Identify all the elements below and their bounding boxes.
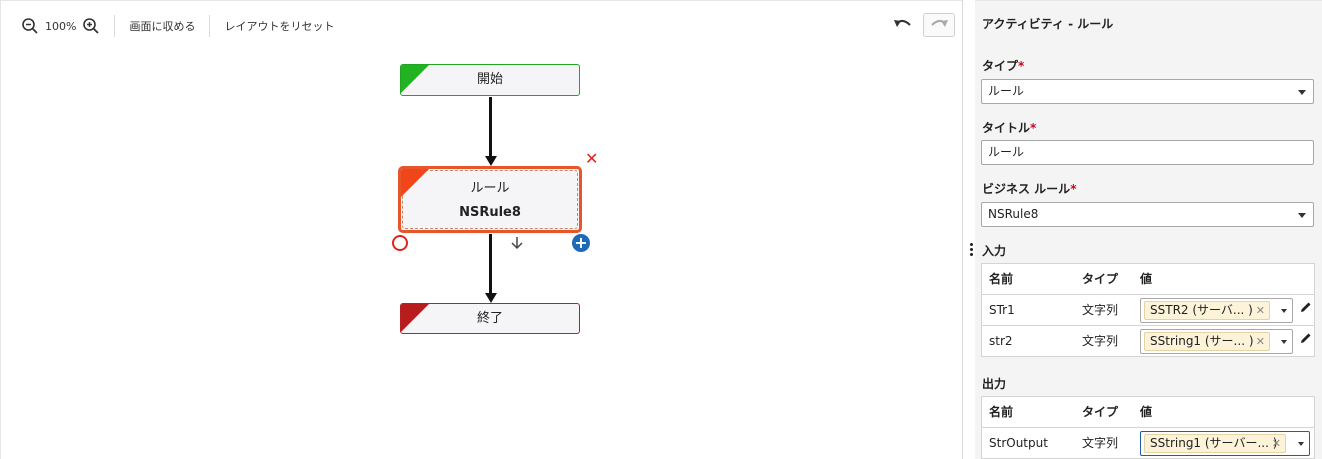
remove-chip-icon[interactable]: ✕ [1255, 304, 1265, 317]
redo-icon [931, 19, 948, 27]
edge-arrow-head [485, 293, 497, 303]
table-row: STr1 文字列 SSTR2 (サーバ... ) ✕ [982, 294, 1314, 325]
rule-node[interactable]: ルール NSRule8 [398, 166, 582, 233]
param-type: 文字列 [1082, 334, 1119, 348]
edit-pencil-icon[interactable] [1300, 301, 1312, 313]
chevron-down-icon [1298, 90, 1306, 95]
rule-node-name: NSRule8 [459, 205, 521, 220]
selection-outline [402, 170, 578, 229]
table-row: StrOutput 文字列 SString1 (サーバー... ) ✕ [982, 427, 1314, 458]
input-section-title: 入力 [982, 244, 1007, 258]
splitter-handle-icon[interactable] [970, 243, 974, 256]
edit-pencil-icon[interactable] [1300, 332, 1312, 344]
chevron-down-icon [1298, 213, 1306, 218]
title-input[interactable]: ルール [981, 140, 1314, 165]
required-mark: * [1030, 121, 1037, 135]
column-name: 名前 [989, 272, 1014, 286]
value-combobox[interactable]: SString1 (サーバー... ) ✕ [1140, 431, 1310, 456]
delete-node-icon[interactable]: ✕ [585, 149, 599, 168]
zoom-in-button[interactable] [82, 17, 100, 35]
toolbar-separator [114, 15, 116, 37]
edge-rule-to-end [489, 234, 492, 294]
add-node-icon[interactable]: + [572, 234, 590, 252]
required-mark: * [1018, 59, 1025, 73]
undo-icon [894, 19, 911, 27]
undo-redo-group [891, 13, 955, 37]
edge-start-to-rule [489, 97, 492, 157]
rule-node-type: ルール [470, 181, 510, 196]
flow-canvas[interactable]: 100% 画面に収める レイアウトをリセット [0, 0, 962, 459]
properties-panel: アクティビティ - ルール タイプ* ルール タイトル* ルール ビジネス ルー… [975, 0, 1322, 459]
fit-to-screen-button[interactable]: 画面に収める [129, 20, 196, 33]
panel-splitter[interactable] [962, 0, 975, 459]
value-chip: SString1 (サーバー... ) ✕ [1144, 434, 1286, 453]
param-type: 文字列 [1082, 436, 1119, 450]
column-value: 値 [1140, 405, 1153, 419]
zoom-out-button[interactable] [21, 17, 39, 35]
column-type: タイプ [1082, 405, 1119, 419]
remove-chip-icon[interactable]: ✕ [1255, 335, 1265, 348]
output-section-title: 出力 [982, 377, 1007, 391]
table-header: 名前 タイプ 値 [982, 264, 1314, 294]
end-node-label: 終了 [476, 311, 503, 326]
chevron-down-icon[interactable] [1298, 442, 1304, 446]
value-combobox[interactable]: SSTR2 (サーバ... ) ✕ [1140, 298, 1293, 323]
arrow-down-icon[interactable] [510, 235, 524, 251]
start-node-label: 開始 [476, 72, 503, 87]
zoom-level: 100% [45, 19, 77, 33]
type-select[interactable]: ルール [981, 79, 1314, 104]
param-name: str2 [989, 334, 1013, 348]
required-mark: * [1070, 182, 1077, 196]
value-chip: SString1 (サー... ) ✕ [1144, 332, 1270, 351]
title-field-label: タイトル* [982, 121, 1037, 135]
canvas-toolbar: 100% 画面に収める レイアウトをリセット [21, 15, 334, 37]
edge-arrow-head [485, 156, 497, 166]
column-type: タイプ [1082, 272, 1119, 286]
zoom-out-icon [22, 18, 38, 34]
start-node[interactable]: 開始 [400, 64, 580, 96]
zoom-in-icon [83, 18, 100, 34]
remove-chip-icon[interactable]: ✕ [1271, 437, 1281, 450]
chevron-down-icon[interactable] [1281, 340, 1287, 344]
business-rule-field-label: ビジネス ルール* [982, 182, 1077, 196]
rule-node-corner [401, 169, 429, 197]
param-type: 文字列 [1082, 303, 1119, 317]
chevron-down-icon[interactable] [1281, 309, 1287, 313]
business-rule-select[interactable]: NSRule8 [981, 202, 1314, 227]
start-node-corner [401, 65, 429, 93]
output-table: 名前 タイプ 値 StrOutput 文字列 SString1 (サーバー...… [981, 396, 1315, 459]
toolbar-separator [209, 15, 211, 37]
reset-layout-button[interactable]: レイアウトをリセット [224, 20, 335, 33]
end-node-corner [401, 304, 429, 332]
undo-button[interactable] [891, 13, 915, 37]
param-name: STr1 [989, 303, 1015, 317]
end-node[interactable]: 終了 [400, 303, 580, 334]
input-table: 名前 タイプ 値 STr1 文字列 SSTR2 (サーバ... ) ✕ [981, 263, 1315, 357]
table-row: str2 文字列 SString1 (サー... ) ✕ [982, 325, 1314, 356]
value-chip: SSTR2 (サーバ... ) ✕ [1144, 301, 1270, 320]
column-name: 名前 [989, 405, 1014, 419]
table-header: 名前 タイプ 値 [982, 397, 1314, 427]
column-value: 値 [1140, 272, 1153, 286]
value-combobox[interactable]: SString1 (サー... ) ✕ [1140, 329, 1293, 354]
redo-button[interactable] [923, 13, 955, 37]
param-name: StrOutput [989, 436, 1048, 450]
type-field-label: タイプ* [982, 59, 1025, 73]
panel-title: アクティビティ - ルール [982, 17, 1114, 31]
breakpoint-circle-icon[interactable] [392, 235, 408, 251]
